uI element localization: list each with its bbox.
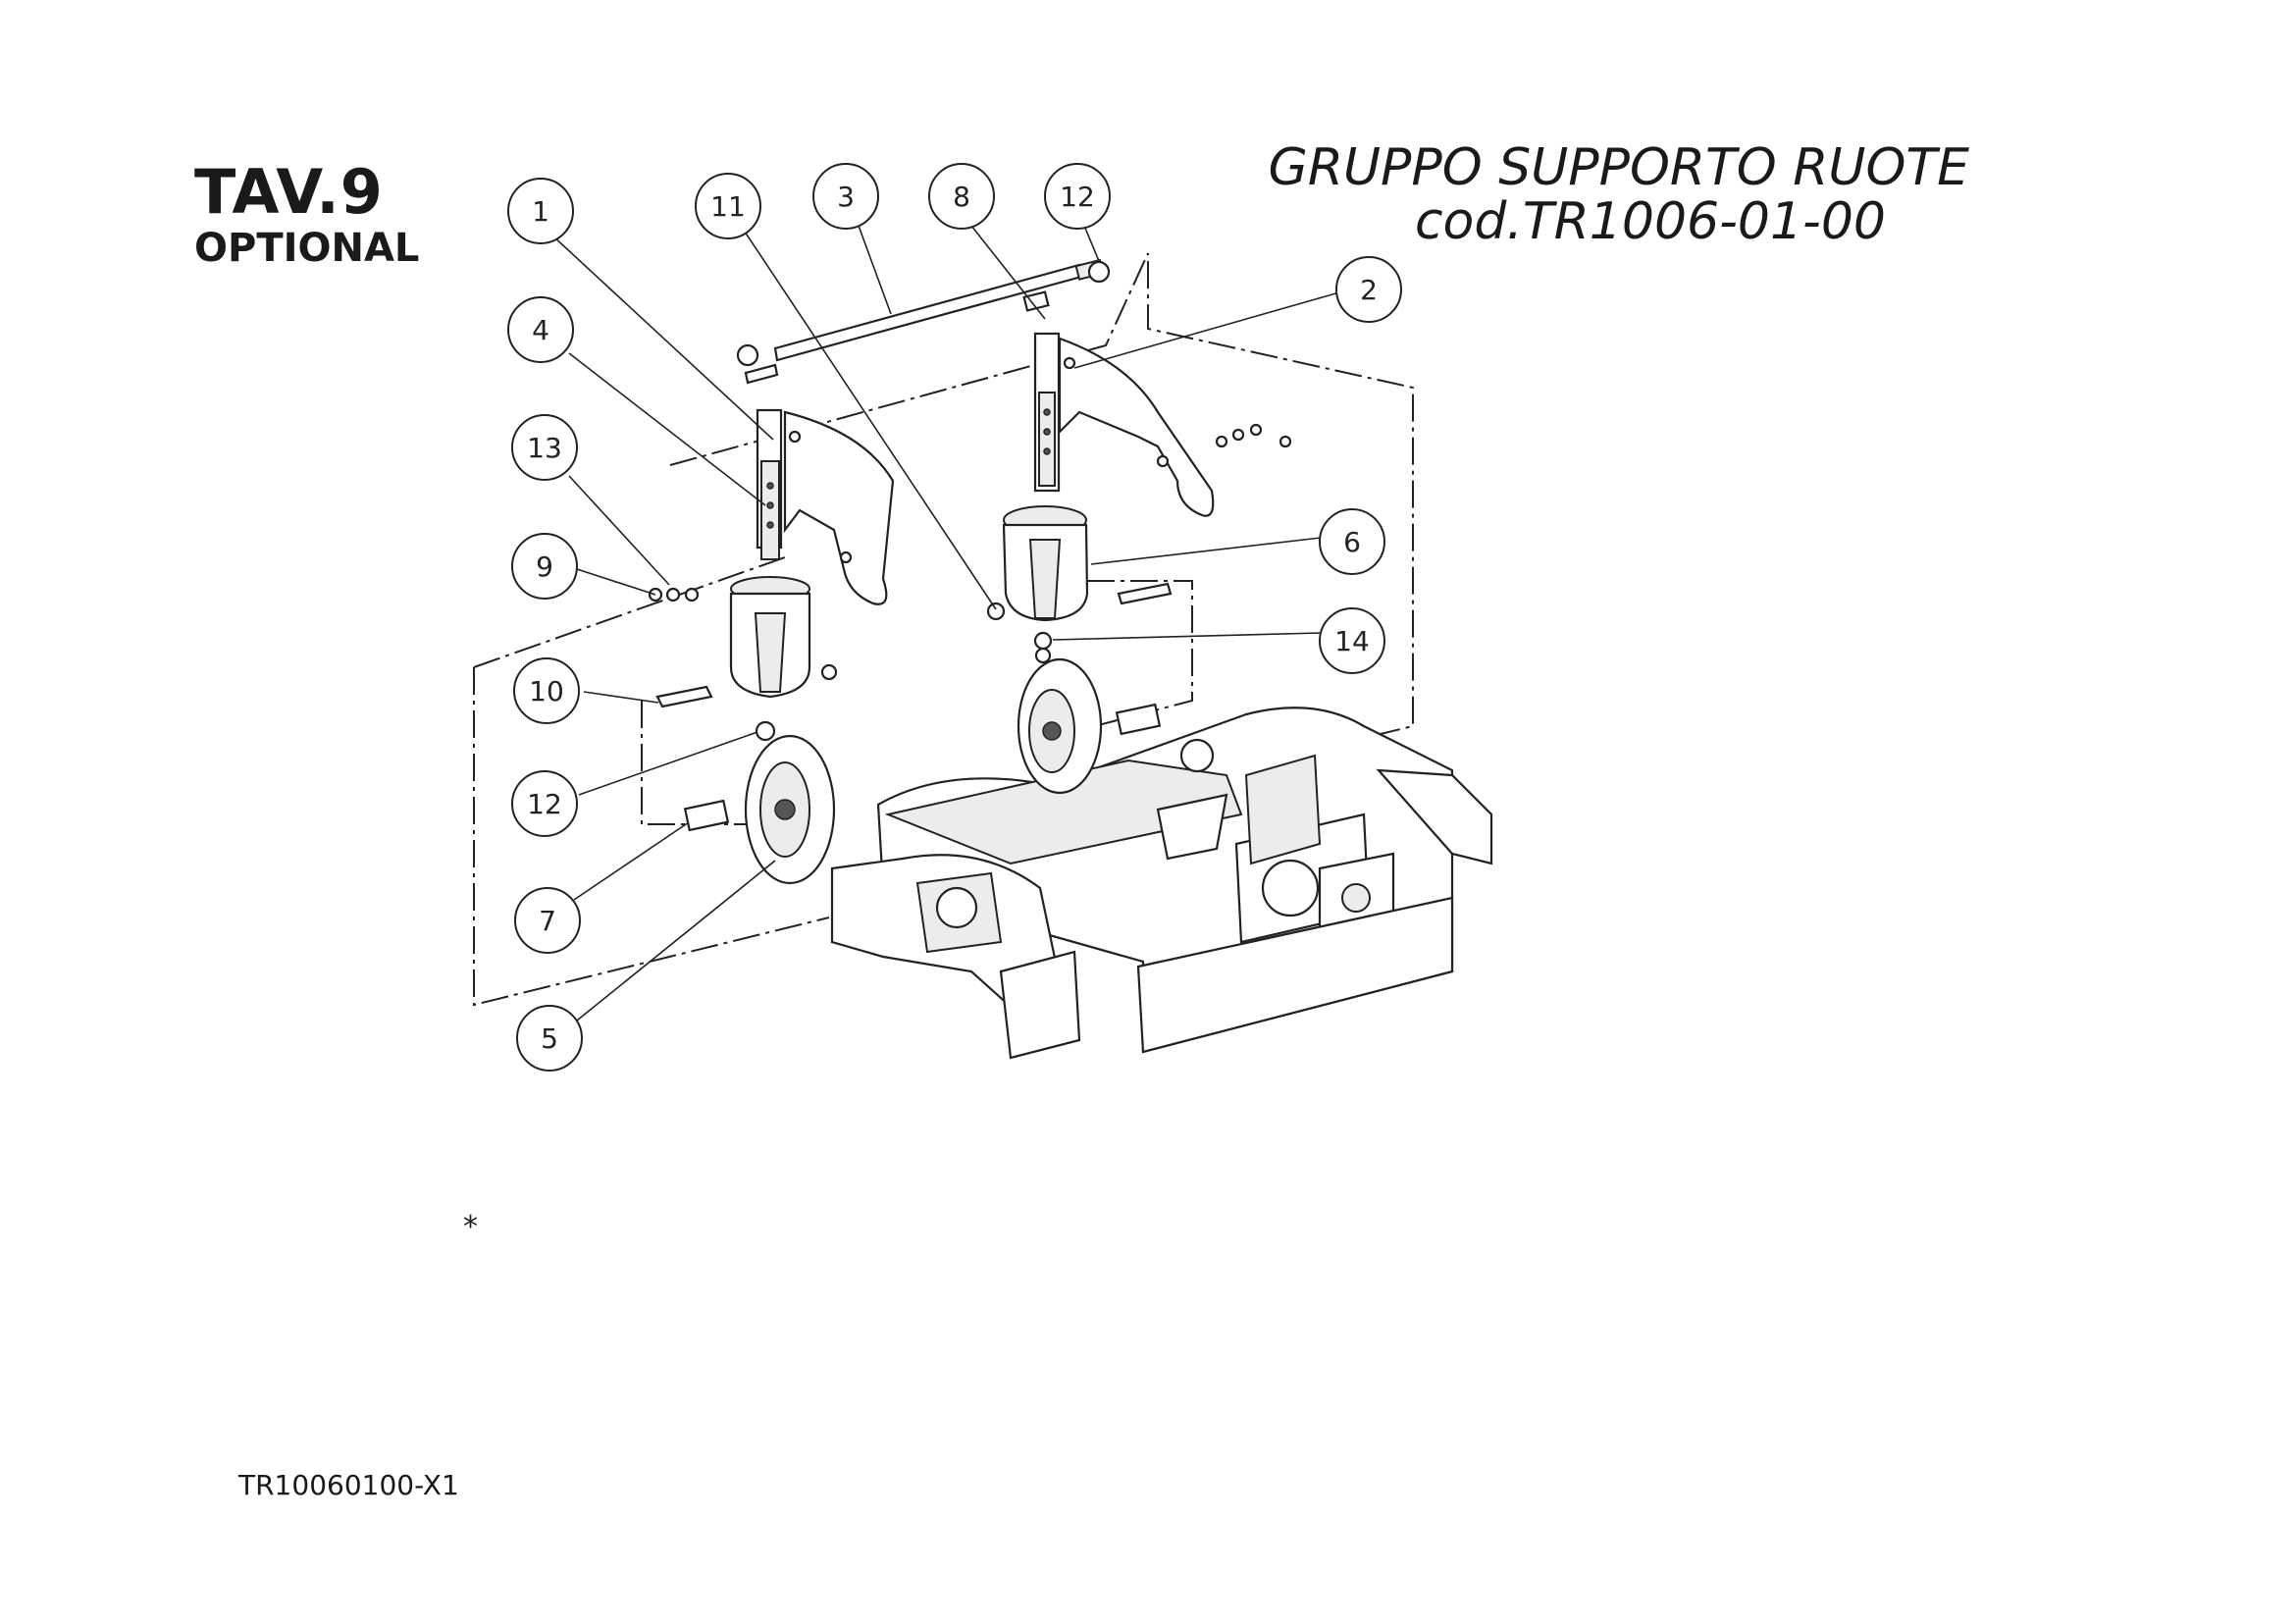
callout: 10 [513, 657, 580, 724]
callout: 12 [511, 770, 578, 837]
tiller-frame [830, 707, 1493, 1060]
callout-label: 7 [539, 905, 556, 937]
callout-label: 12 [1060, 181, 1095, 213]
callout: 9 [511, 533, 578, 600]
callout-label: 12 [527, 788, 562, 820]
callout: 13 [511, 414, 578, 481]
right-wheel-support [986, 332, 1292, 795]
left-wheel-support [648, 343, 895, 885]
callout-label: 6 [1343, 526, 1361, 558]
callout-label: 9 [536, 550, 553, 583]
callout-label: 10 [529, 675, 564, 707]
callout-label: 2 [1360, 274, 1378, 306]
callout-label: 4 [532, 314, 549, 346]
callout: 4 [507, 296, 574, 363]
plate-number: TAV.9 [194, 156, 384, 228]
callout-label: 14 [1334, 625, 1370, 657]
note-asterisk: * [463, 1210, 478, 1244]
callout: 11 [695, 173, 761, 239]
callout: 12 [1044, 163, 1111, 230]
callout: 14 [1319, 607, 1385, 674]
callout: 3 [812, 163, 879, 230]
callout-label: 8 [953, 181, 970, 213]
part-callouts: 1 11 3 8 12 2 4 13 [507, 163, 1402, 1072]
assembly-code: cod.TR1006-01-00 [1414, 192, 1886, 251]
callout-label: 3 [837, 181, 855, 213]
callout-label: 13 [527, 432, 562, 464]
connecting-bar [773, 258, 1111, 362]
callout: 6 [1319, 508, 1385, 575]
callout-label: 11 [710, 190, 746, 223]
plate-optional-label: OPTIONAL [194, 226, 420, 271]
assembly-title: GRUPPO SUPPORTO RUOTE [1268, 138, 1969, 197]
assembly-boundary-lines [473, 252, 1414, 1007]
callout: 2 [1335, 256, 1402, 323]
document-code: TR10060100-X1 [238, 1469, 459, 1501]
callout-label: 5 [541, 1022, 558, 1055]
callout: 5 [516, 1005, 583, 1072]
callout: 8 [928, 163, 995, 230]
leader-lines [551, 225, 1340, 1022]
callout: 1 [507, 178, 574, 244]
callout: 7 [514, 887, 581, 954]
callout-label: 1 [532, 195, 549, 228]
